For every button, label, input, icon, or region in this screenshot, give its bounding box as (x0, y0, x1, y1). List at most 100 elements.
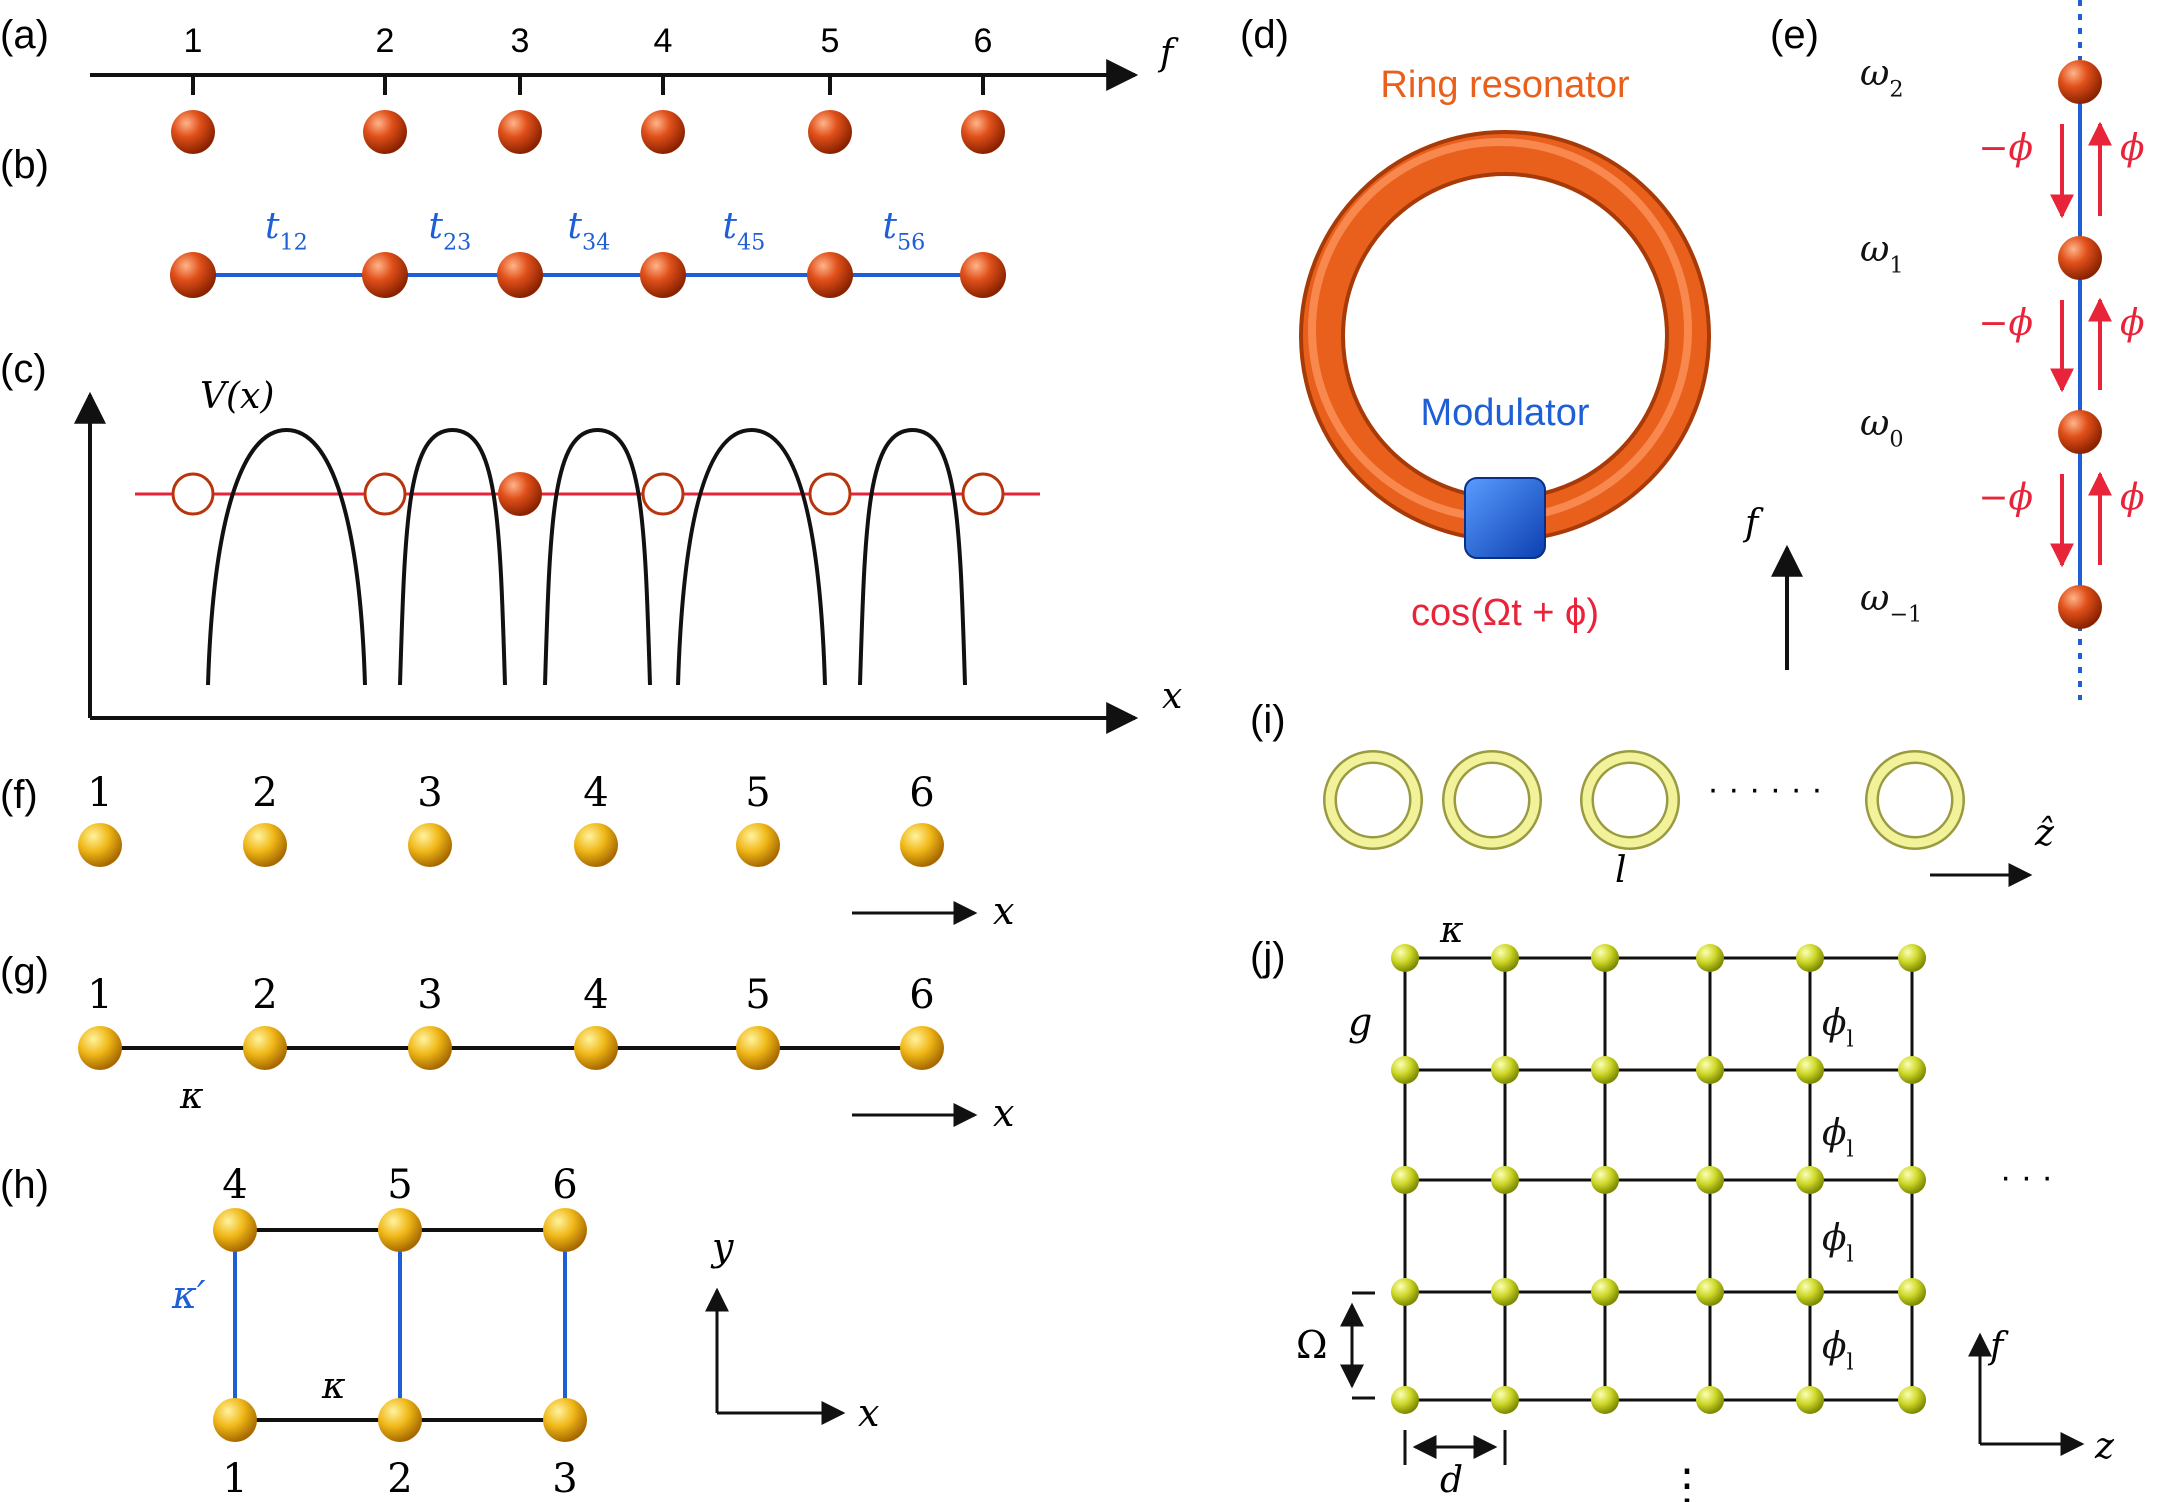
down-phase-label: −ϕ (1978, 303, 2033, 344)
array-ellipsis: · · · · · · (1707, 770, 1822, 808)
panel-h-kappa-prime: κ′ (171, 1273, 206, 1317)
lattice-g: g (1348, 1000, 1372, 1044)
grid-node (1696, 944, 1724, 972)
grid-node (1696, 1386, 1724, 1414)
empty-site (363, 472, 407, 516)
node-number: 4 (583, 770, 608, 816)
resonator-array (1323, 750, 1965, 850)
phase-label: ϕl (1822, 1218, 1854, 1268)
panel-h-x-label: x (858, 1391, 879, 1435)
potential-barrier (543, 427, 652, 686)
ring-resonator (1867, 752, 1963, 848)
potential-label: V(x) (200, 376, 274, 417)
grid-node (1491, 944, 1519, 972)
coupled-mode-node (362, 252, 408, 298)
lattice-site (213, 1398, 257, 1442)
node-number: 6 (974, 22, 993, 60)
down-phase-label: −ϕ (1978, 128, 2033, 169)
potential-barrier (398, 427, 507, 686)
panel-e-label: (e) (1770, 13, 1819, 57)
coupling-label: t12 (265, 206, 308, 256)
empty-site (641, 472, 685, 516)
panel-h-label: (h) (0, 1163, 49, 1207)
ring-spacing-label: l (1615, 850, 1627, 891)
lattice-site (736, 823, 780, 867)
empty-site (961, 472, 1005, 516)
z-direction-label: ẑ (2034, 813, 2055, 854)
panel-h-y-label: y (710, 1225, 734, 1269)
frequency-level-node (2058, 410, 2102, 454)
synthetic-lattice-grid (1391, 944, 1926, 1414)
node-number: 2 (376, 22, 395, 60)
grid-node (1491, 1166, 1519, 1194)
grid-node (1796, 1386, 1824, 1414)
grid-node (1898, 944, 1926, 972)
lattice-site (378, 1208, 422, 1252)
omega-label: Ω (1296, 1323, 1328, 1367)
panel-b-label: (b) (0, 143, 49, 187)
grid-node (1591, 1166, 1619, 1194)
position-axis-label: x (1162, 676, 1182, 717)
grid-node (1898, 1166, 1926, 1194)
node-number: 4 (654, 22, 673, 60)
node-number: 5 (745, 972, 770, 1018)
frequency-level-node (2058, 236, 2102, 280)
node-number: 6 (909, 770, 934, 816)
d-label: d (1440, 1460, 1463, 1501)
grid-node (1491, 1278, 1519, 1306)
grid-node (1796, 1056, 1824, 1084)
panel-b-nodes (170, 252, 1006, 298)
modulation-drive-label: cos(Ωt + ϕ) (1411, 592, 1599, 634)
node-number: 4 (583, 972, 608, 1018)
node-number: 1 (222, 1456, 247, 1502)
grid-node (1696, 1056, 1724, 1084)
grid-node (1696, 1166, 1724, 1194)
coupling-label: t23 (429, 206, 472, 256)
panel-d: (d) Ring resonator Modulator cos(Ωt + ϕ) (1240, 13, 1711, 634)
node-number: 2 (387, 1456, 412, 1502)
frequency-arrow-label: f (1742, 503, 1764, 544)
panel-a-label: (a) (0, 13, 49, 57)
phase-label: ϕl (1822, 1326, 1854, 1376)
lattice-site (736, 1026, 780, 1070)
grid-node (1898, 1386, 1926, 1414)
grid-node (1591, 1278, 1619, 1306)
coupling-label: t34 (568, 206, 611, 256)
grid-node (1898, 1278, 1926, 1306)
coupled-mode-node (497, 252, 543, 298)
panel-d-label: (d) (1240, 13, 1289, 57)
panel-g-label: (g) (0, 950, 49, 994)
lattice-ellipsis-right: · · · (2000, 1158, 2053, 1196)
panel-f-label: (f) (0, 773, 38, 817)
coupled-mode-node (807, 252, 853, 298)
frequency-mode-node (641, 110, 685, 154)
lattice-site (213, 1208, 257, 1252)
potential-barriers (206, 427, 967, 686)
coupled-mode-node (640, 252, 686, 298)
frequency-mode-node (498, 110, 542, 154)
grid-node (1391, 1056, 1419, 1084)
frequency-mode-node (171, 110, 215, 154)
lattice-site (378, 1398, 422, 1442)
lattice-site (900, 1026, 944, 1070)
empty-site (808, 472, 852, 516)
panel-i-label: (i) (1250, 698, 1286, 742)
ring-resonator (1582, 752, 1678, 848)
frequency-level-label: ω1 (1860, 229, 1904, 279)
lattice-site (408, 1026, 452, 1070)
frequency-level-node (2058, 60, 2102, 104)
lattice-kappa: κ (1439, 910, 1464, 951)
lattice-site (243, 823, 287, 867)
grid-node (1591, 1386, 1619, 1414)
grid-node (1391, 1278, 1419, 1306)
grid-node (1796, 1278, 1824, 1306)
node-number: 6 (552, 1162, 577, 1208)
